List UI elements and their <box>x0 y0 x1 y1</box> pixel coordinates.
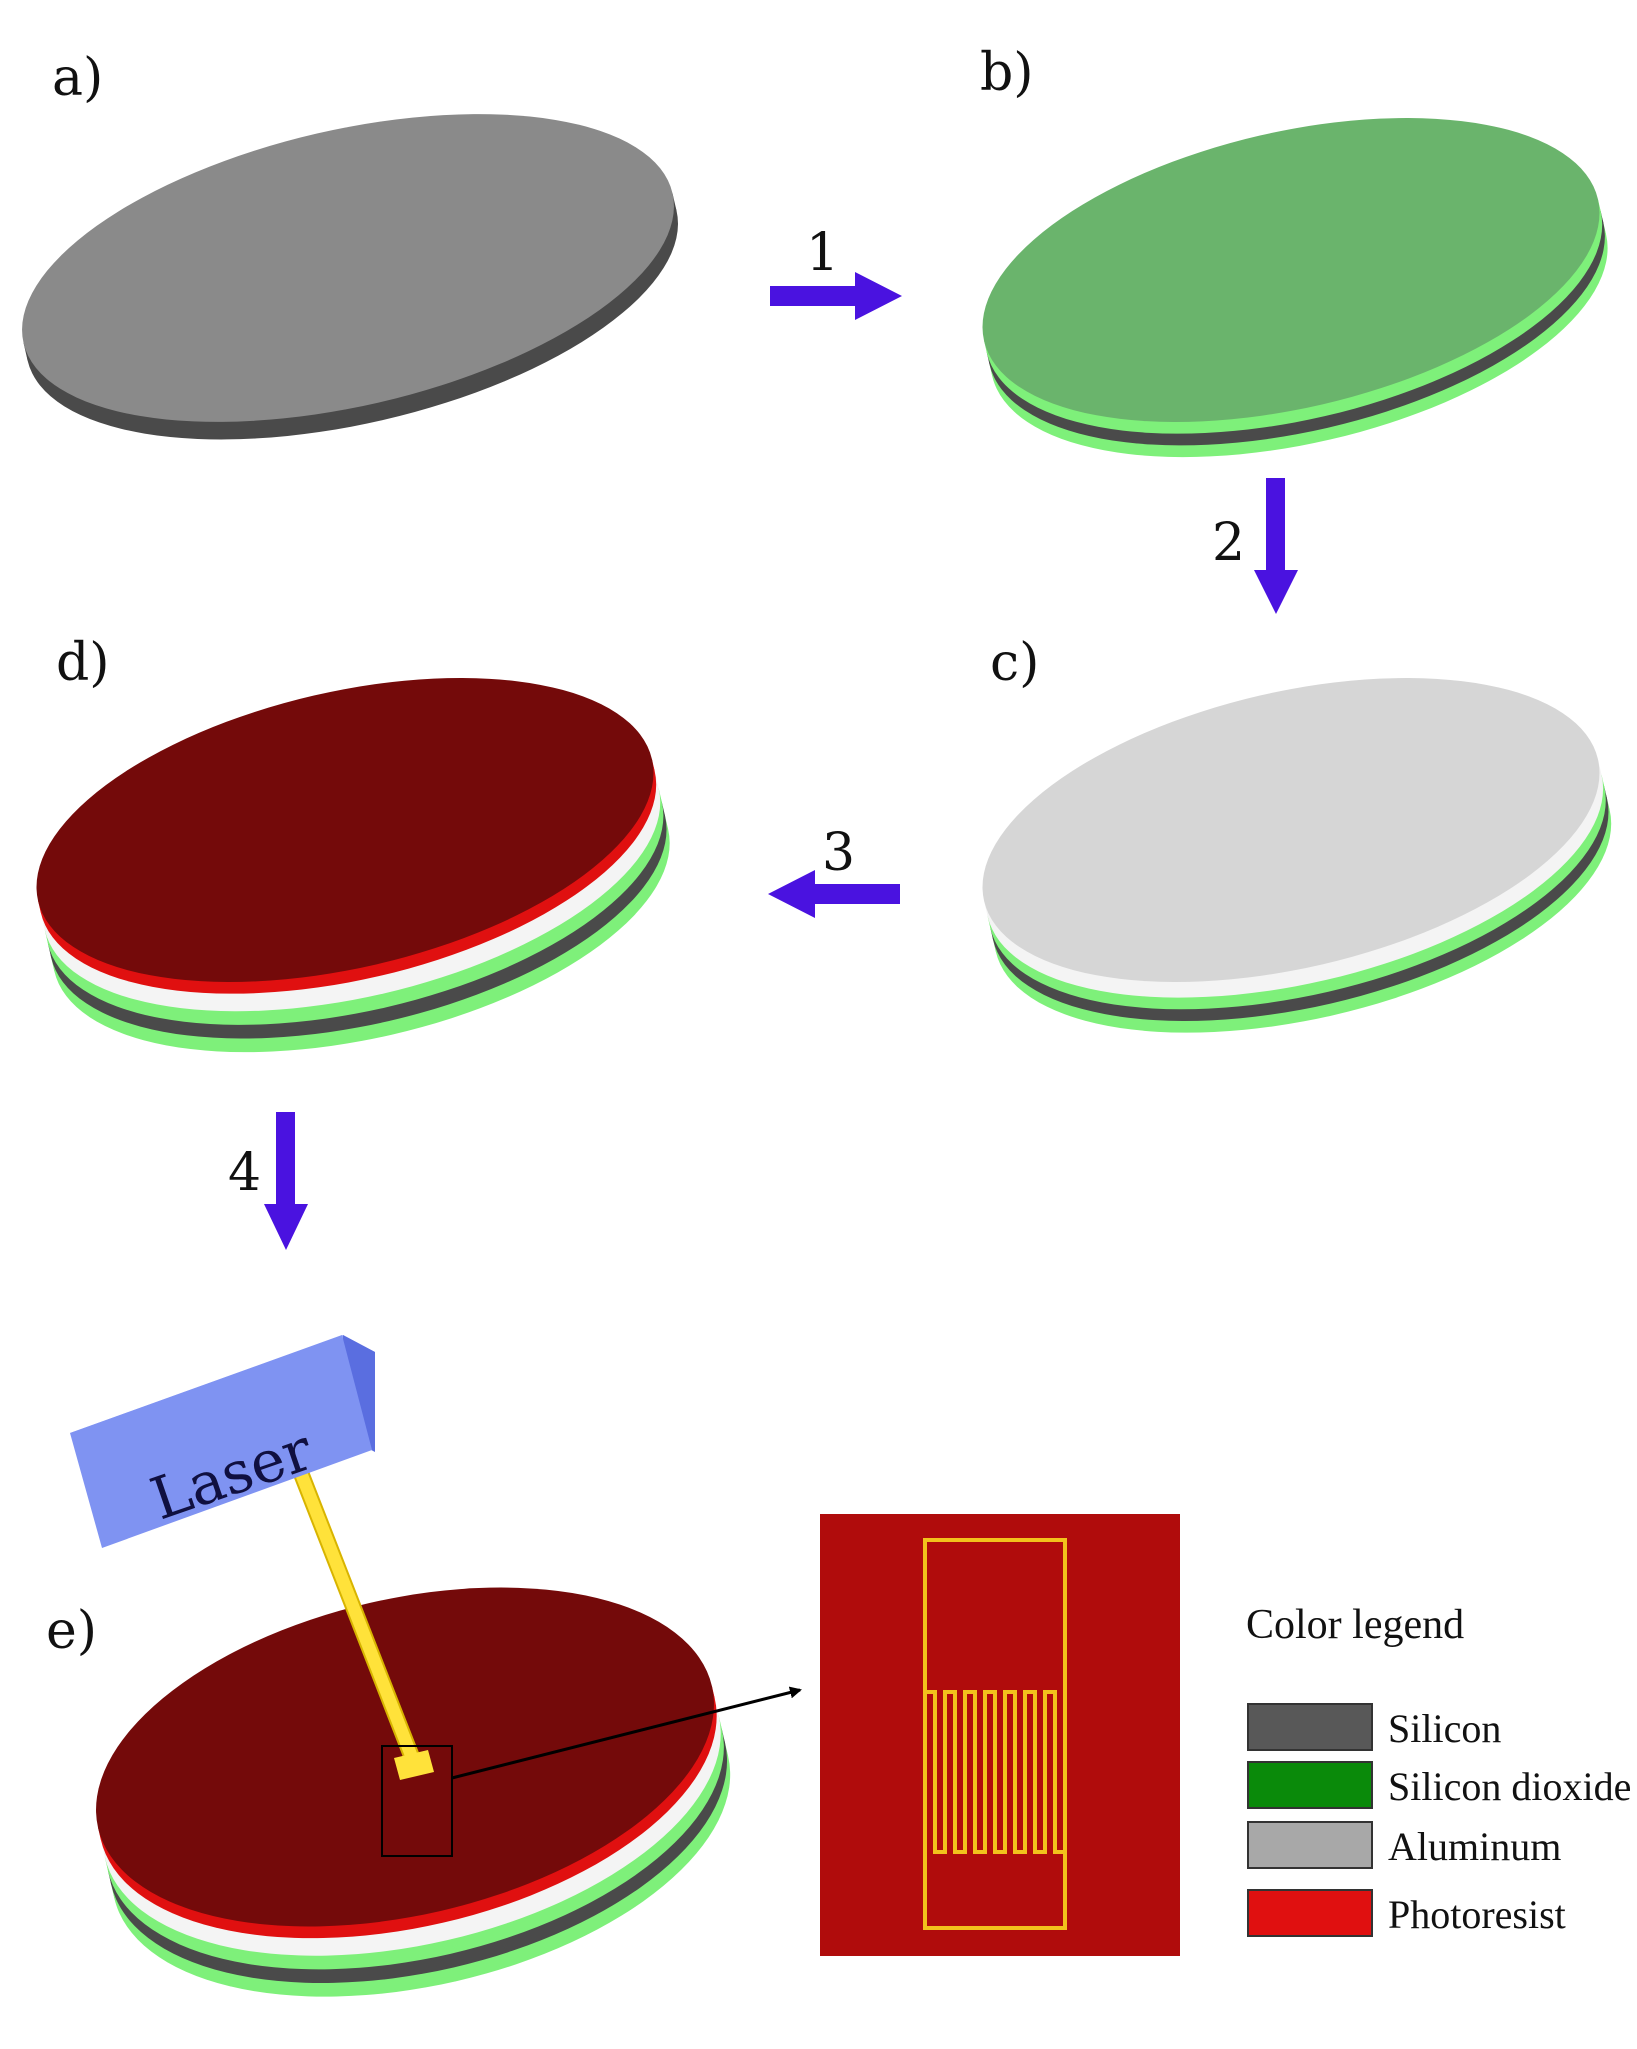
panel-label-d: d) <box>56 633 110 693</box>
step-label-1: 1 <box>806 223 839 283</box>
legend-swatch-photoresist <box>1247 1889 1373 1937</box>
panel-label-e: e) <box>46 1601 97 1661</box>
wafer-a-silicon <box>22 114 678 440</box>
legend-item: Aluminum <box>1247 1821 1561 1869</box>
legend-item: Photoresist <box>1247 1889 1566 1937</box>
legend-swatch-silicon <box>1247 1703 1373 1751</box>
wafer-e-patterning <box>96 1587 731 1997</box>
pattern-zoom-panel <box>820 1514 1180 1956</box>
legend-label-silicon-dioxide: Silicon dioxide <box>1388 1764 1631 1809</box>
legend-label-photoresist: Photoresist <box>1388 1892 1566 1937</box>
step-arrow-4 <box>264 1112 308 1250</box>
step-label-4: 4 <box>228 1143 261 1203</box>
laser-device <box>70 1335 375 1548</box>
step-label-3: 3 <box>822 823 855 883</box>
zoom-arrow <box>451 1686 802 1780</box>
legend-title: Color legend <box>1246 1602 1464 1648</box>
step-arrow-3 <box>768 870 900 918</box>
step-label-2: 2 <box>1212 513 1245 573</box>
step-arrow-1 <box>770 272 902 320</box>
legend-swatch-aluminum <box>1247 1821 1373 1869</box>
step-arrow-2 <box>1254 478 1298 614</box>
panel-label-c: c) <box>990 633 1039 693</box>
sensor-pattern <box>923 1538 1067 1930</box>
color-legend: Color legend Silicon Silicon dioxide Alu… <box>1246 1602 1631 1937</box>
legend-label-silicon: Silicon <box>1388 1706 1501 1751</box>
legend-item: Silicon dioxide <box>1247 1761 1631 1809</box>
panel-label-a: a) <box>52 48 103 108</box>
wafer-b-oxide <box>982 118 1608 458</box>
legend-item: Silicon <box>1247 1703 1501 1751</box>
wafer-c-aluminum <box>982 678 1612 1033</box>
wafer-d-photoresist <box>36 678 670 1053</box>
legend-swatch-silicon-dioxide <box>1247 1761 1373 1809</box>
panel-label-b: b) <box>980 43 1034 103</box>
legend-label-aluminum: Aluminum <box>1388 1824 1561 1869</box>
zoom-selection-box <box>381 1745 453 1857</box>
